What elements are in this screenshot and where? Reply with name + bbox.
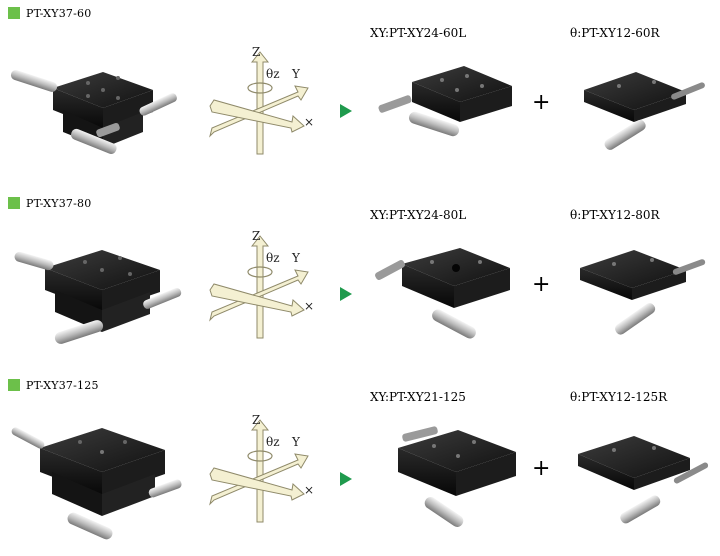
section-pt-xy37-80: PT-XY37-80 Z θz Y × XY:PT-XY24-80L θ:PT-… [0,190,720,370]
xyz-axis-diagram: Z θz Y × [209,229,314,339]
xy-stage-label: XY:PT-XY24-60L [370,26,467,40]
theta-stage-label: θ:PT-XY12-60R [570,26,660,40]
theta-z-label: θz [266,67,280,81]
section-title-text: PT-XY37-60 [26,6,92,20]
combined-stage-image [11,427,182,540]
section-pt-xy37-125: PT-XY37-125 Z θz Y × XY:PT-XY21-125 θ:PT… [0,372,720,552]
section-title-text: PT-XY37-80 [26,196,92,210]
green-arrow-icon [340,472,352,486]
xy-stage-label: XY:PT-XY21-125 [370,390,466,404]
section-title: PT-XY37-125 [8,378,99,392]
z-axis-label: Z [252,413,260,427]
y-axis-label: Y [291,435,301,449]
z-axis-label: Z [252,229,260,243]
z-axis-label: Z [252,45,260,59]
x-axis-label: × [304,115,314,129]
theta-stage-label: θ:PT-XY12-80R [570,208,660,222]
xy-stage-label: XY:PT-XY24-80L [370,208,467,222]
green-square-marker [8,197,20,209]
green-arrow-icon [340,104,352,118]
theta-stage-image [580,250,706,335]
plus-sign: + [532,272,551,297]
green-square-marker [8,379,20,391]
xy-stage-image [398,426,516,527]
xy-stage-image [378,66,512,137]
xyz-axis-diagram: Z θz Y × [209,45,314,155]
green-square-marker [8,7,20,19]
green-arrow-icon [340,287,352,301]
theta-z-label: θz [266,251,280,265]
x-axis-label: × [304,299,314,313]
section-title: PT-XY37-80 [8,196,91,210]
y-axis-label: Y [291,251,301,265]
combined-stage-image [14,250,182,344]
theta-stage-image [584,72,705,150]
theta-stage-image [578,436,709,524]
x-axis-label: × [304,483,314,497]
theta-z-label: θz [266,435,280,449]
plus-sign: + [532,90,551,115]
section-pt-xy37-60: PT-XY37-60 Z θz Y × XY:PT-XY24-60L θ:PT-… [0,0,720,180]
theta-stage-label: θ:PT-XY12-125R [570,390,668,404]
y-axis-label: Y [291,67,301,81]
section-title-text: PT-XY37-125 [26,378,99,392]
combined-stage-image [10,70,177,155]
xyz-axis-diagram: Z θz Y × [209,413,314,523]
section-title: PT-XY37-60 [8,6,91,20]
xy-stage-image [375,248,510,339]
plus-sign: + [532,456,551,481]
